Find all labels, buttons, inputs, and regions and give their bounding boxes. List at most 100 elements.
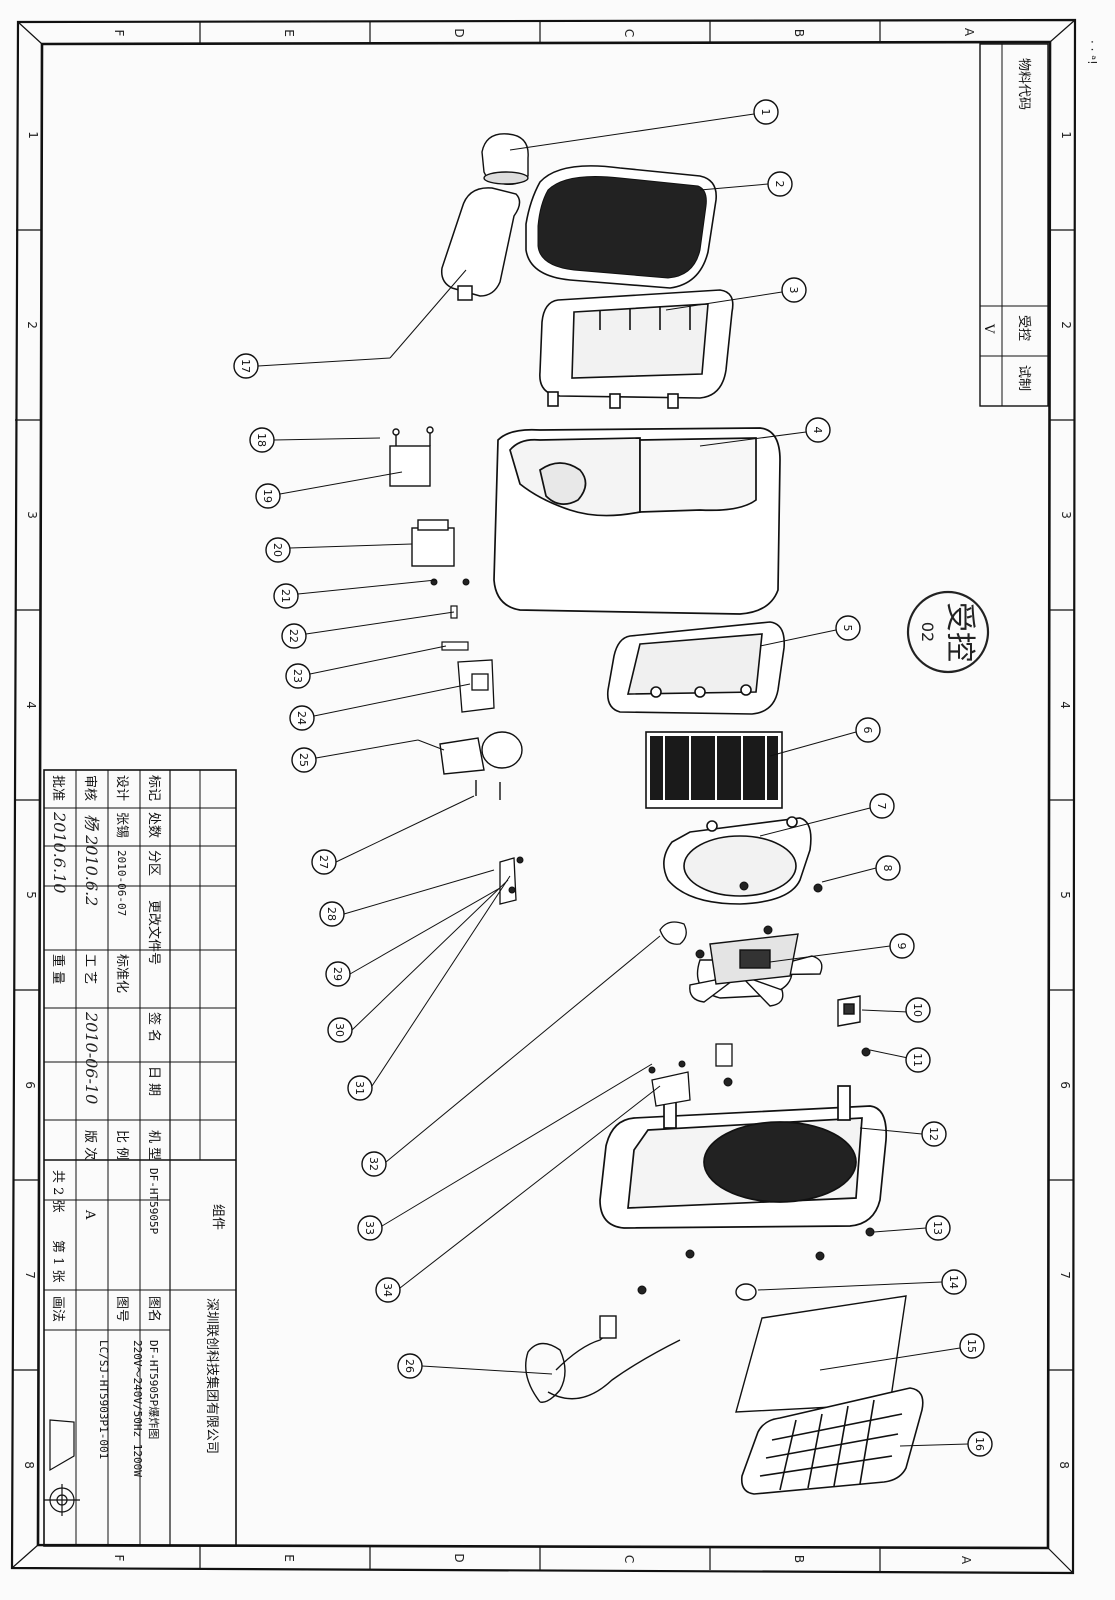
part-14-sensor [735, 1283, 757, 1301]
balloon-12: 12 [921, 1121, 947, 1147]
balloon-28-label: 28 [325, 907, 338, 921]
zone-labels: F E D C B A F E D C B A 1 2 3 4 5 6 7 8 … [22, 28, 1073, 1565]
zone-left-4: 4 [24, 701, 38, 709]
balloon-31-label: 31 [353, 1081, 366, 1095]
balloon-4-label: 4 [811, 427, 824, 434]
balloon-25: 25 [291, 747, 317, 773]
part-16-filter-grid [740, 1387, 924, 1495]
part-balloons: 1 2 3 4 5 6 7 8 9 10 11 12 13 14 15 16 1… [233, 99, 993, 1457]
balloon-30: 30 [327, 1017, 353, 1043]
balloon-13-label: 13 [931, 1221, 944, 1235]
zone-top-e: E [282, 29, 296, 37]
model-label: 机 型 [146, 1130, 161, 1160]
controlled-label: 受控 [1016, 315, 1031, 341]
change-label: 更改文件号 [146, 900, 161, 965]
drawing-no-value: LC/SJ-HT5903P1-001 [97, 1340, 110, 1459]
balloon-2-label: 2 [773, 181, 786, 188]
zone-top-d: D [452, 28, 466, 37]
balloon-1: 1 [753, 99, 779, 125]
standardize-signature: 2010-06-10 [82, 1011, 101, 1104]
process-label: 工 艺 [82, 954, 97, 984]
design-date: 2010-06-07 [115, 850, 128, 916]
part-9-fan-blade [689, 933, 823, 1007]
sheets-total: 共 2 张 [50, 1170, 65, 1213]
title-block-text: 标记 处数 分区 更改文件号 签 名 日 期 设计 张锡 2010-06-07 … [50, 775, 225, 1477]
standardize-label: 标准化 [114, 954, 129, 993]
balloon-3-label: 3 [787, 287, 800, 294]
stamp-number: 02 [918, 622, 937, 642]
balloon-22: 22 [281, 623, 307, 649]
zone-right-6: 6 [1058, 1081, 1072, 1089]
balloon-10: 10 [905, 997, 931, 1023]
balloon-23: 23 [285, 663, 311, 689]
leader-lines [257, 113, 969, 1447]
zone-top-b: B [792, 29, 806, 37]
part-17-top-filter-plate [440, 187, 521, 301]
balloon-17: 17 [233, 353, 259, 379]
balloon-15-label: 15 [965, 1339, 978, 1353]
balloon-11-label: 11 [911, 1053, 924, 1067]
zone-top-c: C [622, 29, 636, 37]
zone-top-f: F [112, 30, 126, 37]
balloon-29-label: 29 [331, 967, 344, 981]
review-signature: 杨 2010.6.2 [82, 814, 101, 906]
trial-label: 试制 [1016, 365, 1031, 391]
date-label: 日 期 [146, 1066, 161, 1096]
zone-right-5: 5 [1058, 891, 1072, 899]
zone-top-a: A [962, 28, 976, 37]
zone-bottom-f: F [112, 1555, 126, 1562]
screws [430, 578, 875, 1295]
part-12-base [599, 1085, 888, 1229]
balloon-27: 27 [311, 849, 337, 875]
part-20-transformer [411, 519, 455, 567]
version-value: A [82, 1209, 97, 1220]
balloon-5: 5 [835, 615, 861, 641]
part-1-knob [481, 133, 529, 186]
design-label: 设计 [114, 775, 129, 801]
review-label: 审核 [82, 775, 97, 801]
designer-name: 张锡 [114, 812, 129, 838]
balloon-7-label: 7 [875, 803, 888, 810]
balloon-1-label: 1 [759, 109, 772, 116]
balloon-5-label: 5 [841, 625, 854, 632]
sheet-current: 第 1 张 [50, 1240, 65, 1283]
balloon-19-label: 19 [261, 489, 274, 503]
zone-left-5: 5 [24, 891, 38, 899]
zone-right-8: 8 [1057, 1461, 1071, 1469]
balloon-16: 16 [967, 1431, 993, 1457]
part-32-clip [659, 921, 687, 945]
model-value: DF-HT5905P [147, 1168, 160, 1235]
balloon-24-label: 24 [295, 711, 308, 725]
balloon-21-label: 21 [279, 589, 292, 603]
balloon-19: 19 [255, 483, 281, 509]
balloon-17-label: 17 [239, 359, 252, 373]
projection-label: 画法 [50, 1296, 65, 1322]
balloon-32: 32 [361, 1151, 387, 1177]
zone-left-6: 6 [23, 1081, 37, 1089]
balloon-34-label: 34 [381, 1283, 394, 1297]
sign-label: 签 名 [146, 1012, 162, 1042]
material-code-box: 物料代码 受控 V 试制 [979, 43, 1049, 407]
balloon-16-label: 16 [973, 1437, 986, 1451]
drawing-frame [10, 18, 1077, 1575]
scale-label: 比 例 [114, 1130, 129, 1160]
title-block [43, 769, 237, 1547]
zone-right-1: 1 [1059, 131, 1073, 139]
count-label: 处数 [146, 812, 161, 838]
balloon-25-label: 25 [297, 753, 310, 767]
zone-right-7: 7 [1058, 1271, 1072, 1279]
zone-label: 分区 [146, 850, 161, 876]
balloon-11: 11 [905, 1047, 931, 1073]
stamp-text: 受控 [942, 602, 977, 662]
zone-bottom-c: C [622, 1555, 636, 1563]
balloon-24: 24 [289, 705, 315, 731]
part-33-bracket [651, 1043, 733, 1107]
part-2-mesh-grille [525, 165, 717, 289]
balloon-9: 9 [889, 933, 915, 959]
balloon-34: 34 [375, 1277, 401, 1303]
part-26-power-cord [525, 1315, 681, 1403]
part-5-inner-tray [606, 621, 786, 715]
zone-left-2: 2 [25, 321, 39, 329]
part-10-switch [837, 995, 861, 1027]
balloon-14: 14 [941, 1269, 967, 1295]
